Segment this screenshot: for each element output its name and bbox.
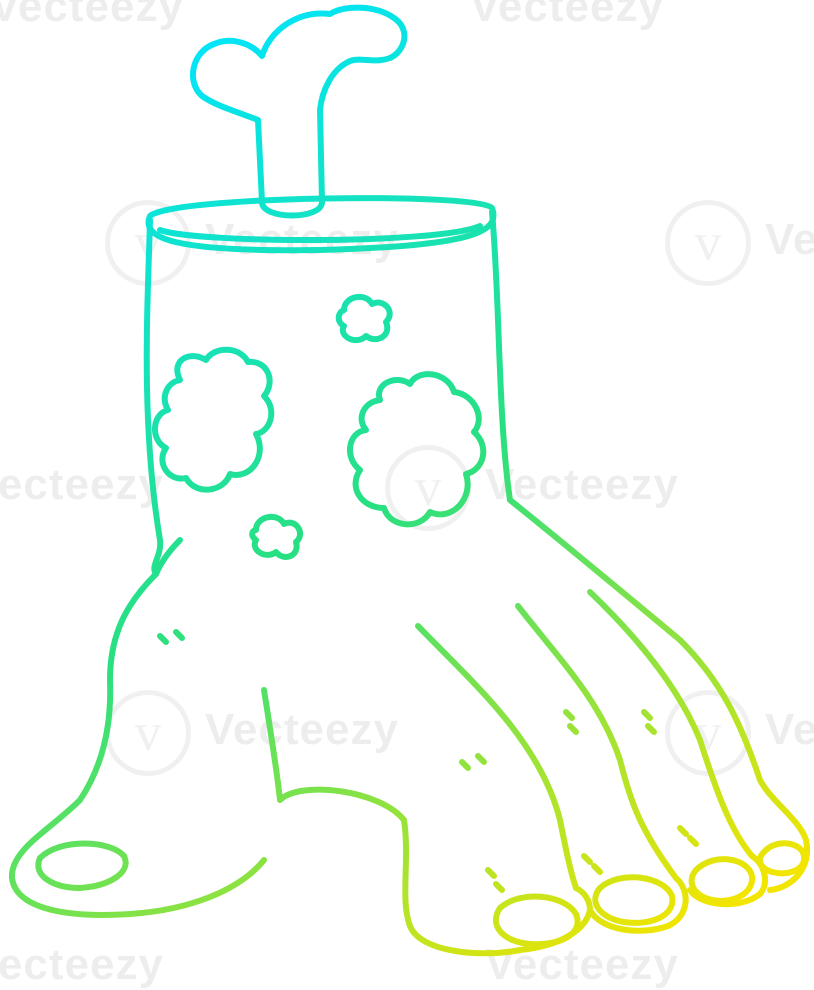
watermark-text: Vecteezy — [0, 460, 164, 509]
knuckle-mark — [493, 881, 505, 893]
knuckle-mark — [563, 709, 575, 721]
watermark-text: Vecteezy — [470, 0, 664, 31]
knuckle-mark — [459, 759, 471, 771]
skin-patch-small-top — [335, 293, 393, 344]
knuckle-mark — [567, 723, 579, 735]
watermark-text: Vecteezy — [0, 0, 184, 31]
skin-patch-large-left — [152, 346, 275, 493]
arm-right-outline — [489, 209, 810, 893]
watermark-text: Vecteezy — [765, 215, 814, 264]
knuckle-mark — [581, 853, 593, 865]
knuckle-mark — [485, 867, 497, 879]
wrist-cut-inner — [157, 223, 483, 244]
thumb-web — [261, 687, 407, 823]
skin-patch-small-bottom — [249, 513, 304, 560]
wrist-crease — [153, 537, 183, 577]
watermark-text: Vecteezy — [765, 705, 814, 754]
watermark-text: Vecteezy — [485, 460, 679, 509]
finger-middle — [415, 623, 579, 891]
finger-middle-nail — [592, 874, 676, 926]
knuckle-mark — [157, 633, 169, 645]
finger-middle-tip — [587, 875, 689, 934]
knuckle-mark — [687, 835, 699, 847]
knuckle-mark — [591, 863, 603, 875]
arm-left-outline — [9, 217, 267, 918]
knuckle-mark — [173, 629, 185, 641]
wrist-cut-top — [145, 195, 497, 254]
thumb-nail — [35, 840, 129, 891]
watermark-text: Vecteezy — [205, 705, 399, 754]
finger-pinky — [587, 589, 755, 859]
knuckle-mark — [641, 709, 653, 721]
finger-index — [401, 817, 523, 957]
finger-pinky-nail — [756, 840, 808, 877]
knuckle-mark — [645, 723, 657, 735]
watermark-logo: v — [665, 200, 751, 286]
finger-ring — [515, 603, 679, 881]
finger-ring-nail — [688, 856, 756, 904]
knuckle-mark — [677, 825, 689, 837]
bone-icon — [190, 4, 408, 219]
skin-patch-large-right — [347, 371, 487, 528]
knuckle-mark — [475, 753, 487, 765]
